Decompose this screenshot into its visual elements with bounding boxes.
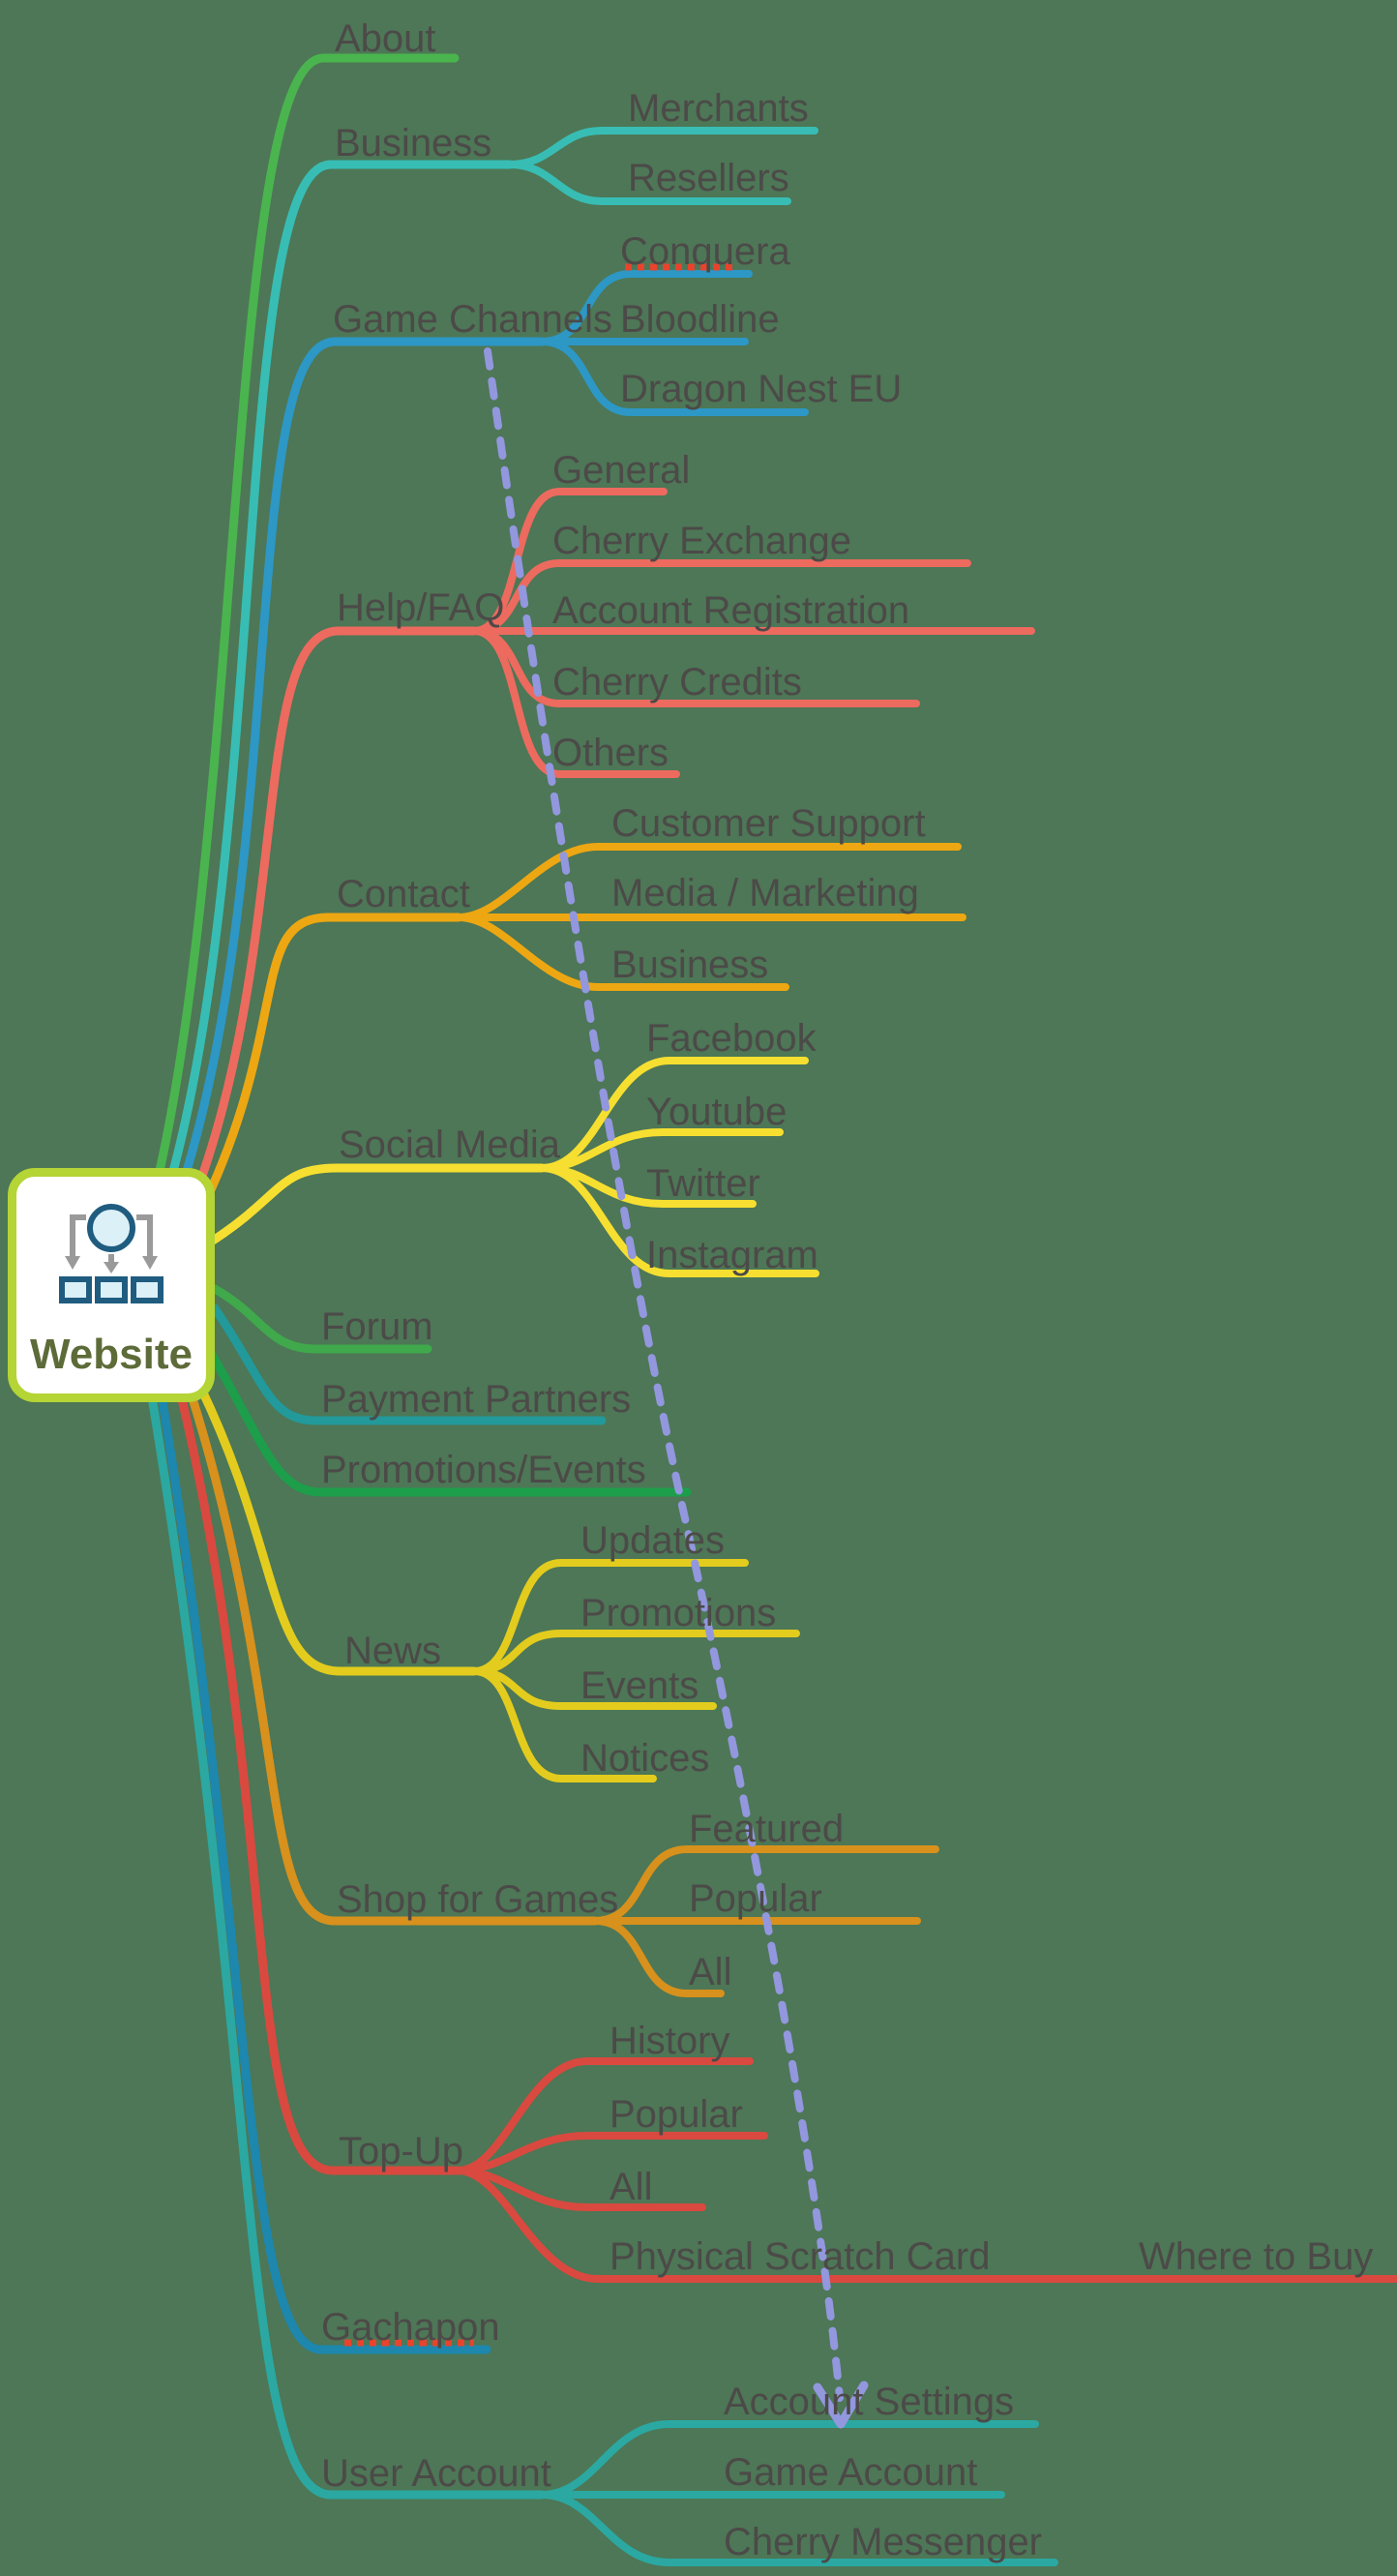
node-game-channels[interactable]: Game Channels	[333, 298, 613, 341]
node-cherry-messenger[interactable]: Cherry Messenger	[724, 2521, 1043, 2563]
branch-line-gachapon	[158, 1396, 491, 2354]
node-resellers[interactable]: Resellers	[628, 157, 789, 199]
node-others[interactable]: Others	[552, 732, 669, 774]
branch-line-news	[196, 1384, 479, 1676]
node-general[interactable]: General	[552, 449, 691, 492]
node-game-account[interactable]: Game Account	[724, 2451, 978, 2494]
node-promotions-events[interactable]: Promotions/Events	[321, 1449, 646, 1491]
branch-line-social-media	[208, 1163, 547, 1245]
node-media-marketing[interactable]: Media / Marketing	[611, 872, 919, 914]
root-node-label: Website	[30, 1331, 193, 1378]
branch-line-top-up	[177, 1394, 462, 2175]
branch-line-dragon-nest-eu	[538, 338, 809, 416]
branch-line-resellers	[506, 161, 791, 205]
branch-line-notices	[470, 1667, 657, 1782]
node-conquera[interactable]: Conquera	[620, 230, 790, 273]
node-user-account[interactable]: User Account	[321, 2452, 551, 2495]
sitemap-icon	[53, 1202, 169, 1313]
node-forum[interactable]: Forum	[321, 1305, 433, 1348]
branch-line-forum	[210, 1284, 432, 1354]
relationship-link-line	[484, 347, 844, 2402]
node-topup-all[interactable]: All	[609, 2166, 653, 2208]
branch-line-help-faq	[187, 626, 479, 1210]
node-cherry-exchange[interactable]: Cherry Exchange	[552, 520, 852, 562]
node-about[interactable]: About	[335, 17, 436, 60]
node-merchants[interactable]: Merchants	[628, 87, 809, 130]
branch-line-business	[162, 160, 515, 1200]
node-business[interactable]: Business	[335, 122, 492, 165]
node-help-faq[interactable]: Help/FAQ	[337, 586, 505, 629]
branch-line-contact	[194, 913, 463, 1219]
node-events[interactable]: Events	[580, 1664, 699, 1707]
branch-line-shop-for-games	[187, 1391, 600, 1926]
branch-line-cherry-messenger	[538, 2491, 1058, 2566]
node-news-promotions[interactable]: Promotions	[580, 1592, 777, 1634]
node-cherry-credits[interactable]: Cherry Credits	[552, 661, 802, 704]
node-payment-partners[interactable]: Payment Partners	[321, 1378, 632, 1421]
node-twitter[interactable]: Twitter	[646, 1162, 760, 1205]
node-shop-all[interactable]: All	[689, 1951, 732, 1993]
node-dragon-nest-eu[interactable]: Dragon Nest EU	[620, 368, 903, 410]
branch-line-user-account	[148, 1398, 547, 2500]
branch-line-physical-scratch-card	[454, 2167, 1397, 2283]
node-updates[interactable]: Updates	[580, 1519, 725, 1562]
node-topup-popular[interactable]: Popular	[609, 2093, 743, 2136]
branch-line-shop-all	[591, 1917, 725, 1997]
node-account-settings[interactable]: Account Settings	[724, 2381, 1015, 2423]
branch-line-instagram	[538, 1164, 819, 1277]
node-youtube[interactable]: Youtube	[646, 1091, 788, 1133]
node-customer-support[interactable]: Customer Support	[611, 802, 926, 845]
node-account-registration[interactable]: Account Registration	[552, 589, 910, 632]
node-shop-for-games[interactable]: Shop for Games	[337, 1878, 619, 1921]
branch-line-game-channels	[173, 337, 547, 1203]
node-history[interactable]: History	[609, 2020, 730, 2062]
node-instagram[interactable]: Instagram	[646, 1234, 818, 1276]
node-shop-popular[interactable]: Popular	[689, 1877, 822, 1920]
node-facebook[interactable]: Facebook	[646, 1017, 817, 1060]
relationship-link-arrowhead-icon	[813, 2381, 869, 2429]
node-bloodline[interactable]: Bloodline	[620, 298, 780, 341]
node-gachapon[interactable]: Gachapon	[321, 2306, 500, 2349]
node-news[interactable]: News	[344, 1630, 442, 1672]
node-notices[interactable]: Notices	[580, 1737, 710, 1780]
node-physical-scratch-card[interactable]: Physical Scratch Card	[609, 2235, 991, 2278]
node-social-media[interactable]: Social Media	[339, 1123, 561, 1166]
branch-line-payment-partners	[210, 1303, 607, 1425]
node-business-contact[interactable]: Business	[611, 944, 769, 986]
node-top-up[interactable]: Top-Up	[339, 2130, 463, 2172]
root-node-website[interactable]: Website	[8, 1168, 215, 1402]
node-featured[interactable]: Featured	[689, 1808, 845, 1850]
branch-line-about	[148, 53, 460, 1205]
node-where-to-buy[interactable]: Where to Buy	[1139, 2235, 1374, 2278]
branch-line-promotions-events	[206, 1348, 692, 1497]
node-contact[interactable]: Contact	[337, 873, 470, 915]
